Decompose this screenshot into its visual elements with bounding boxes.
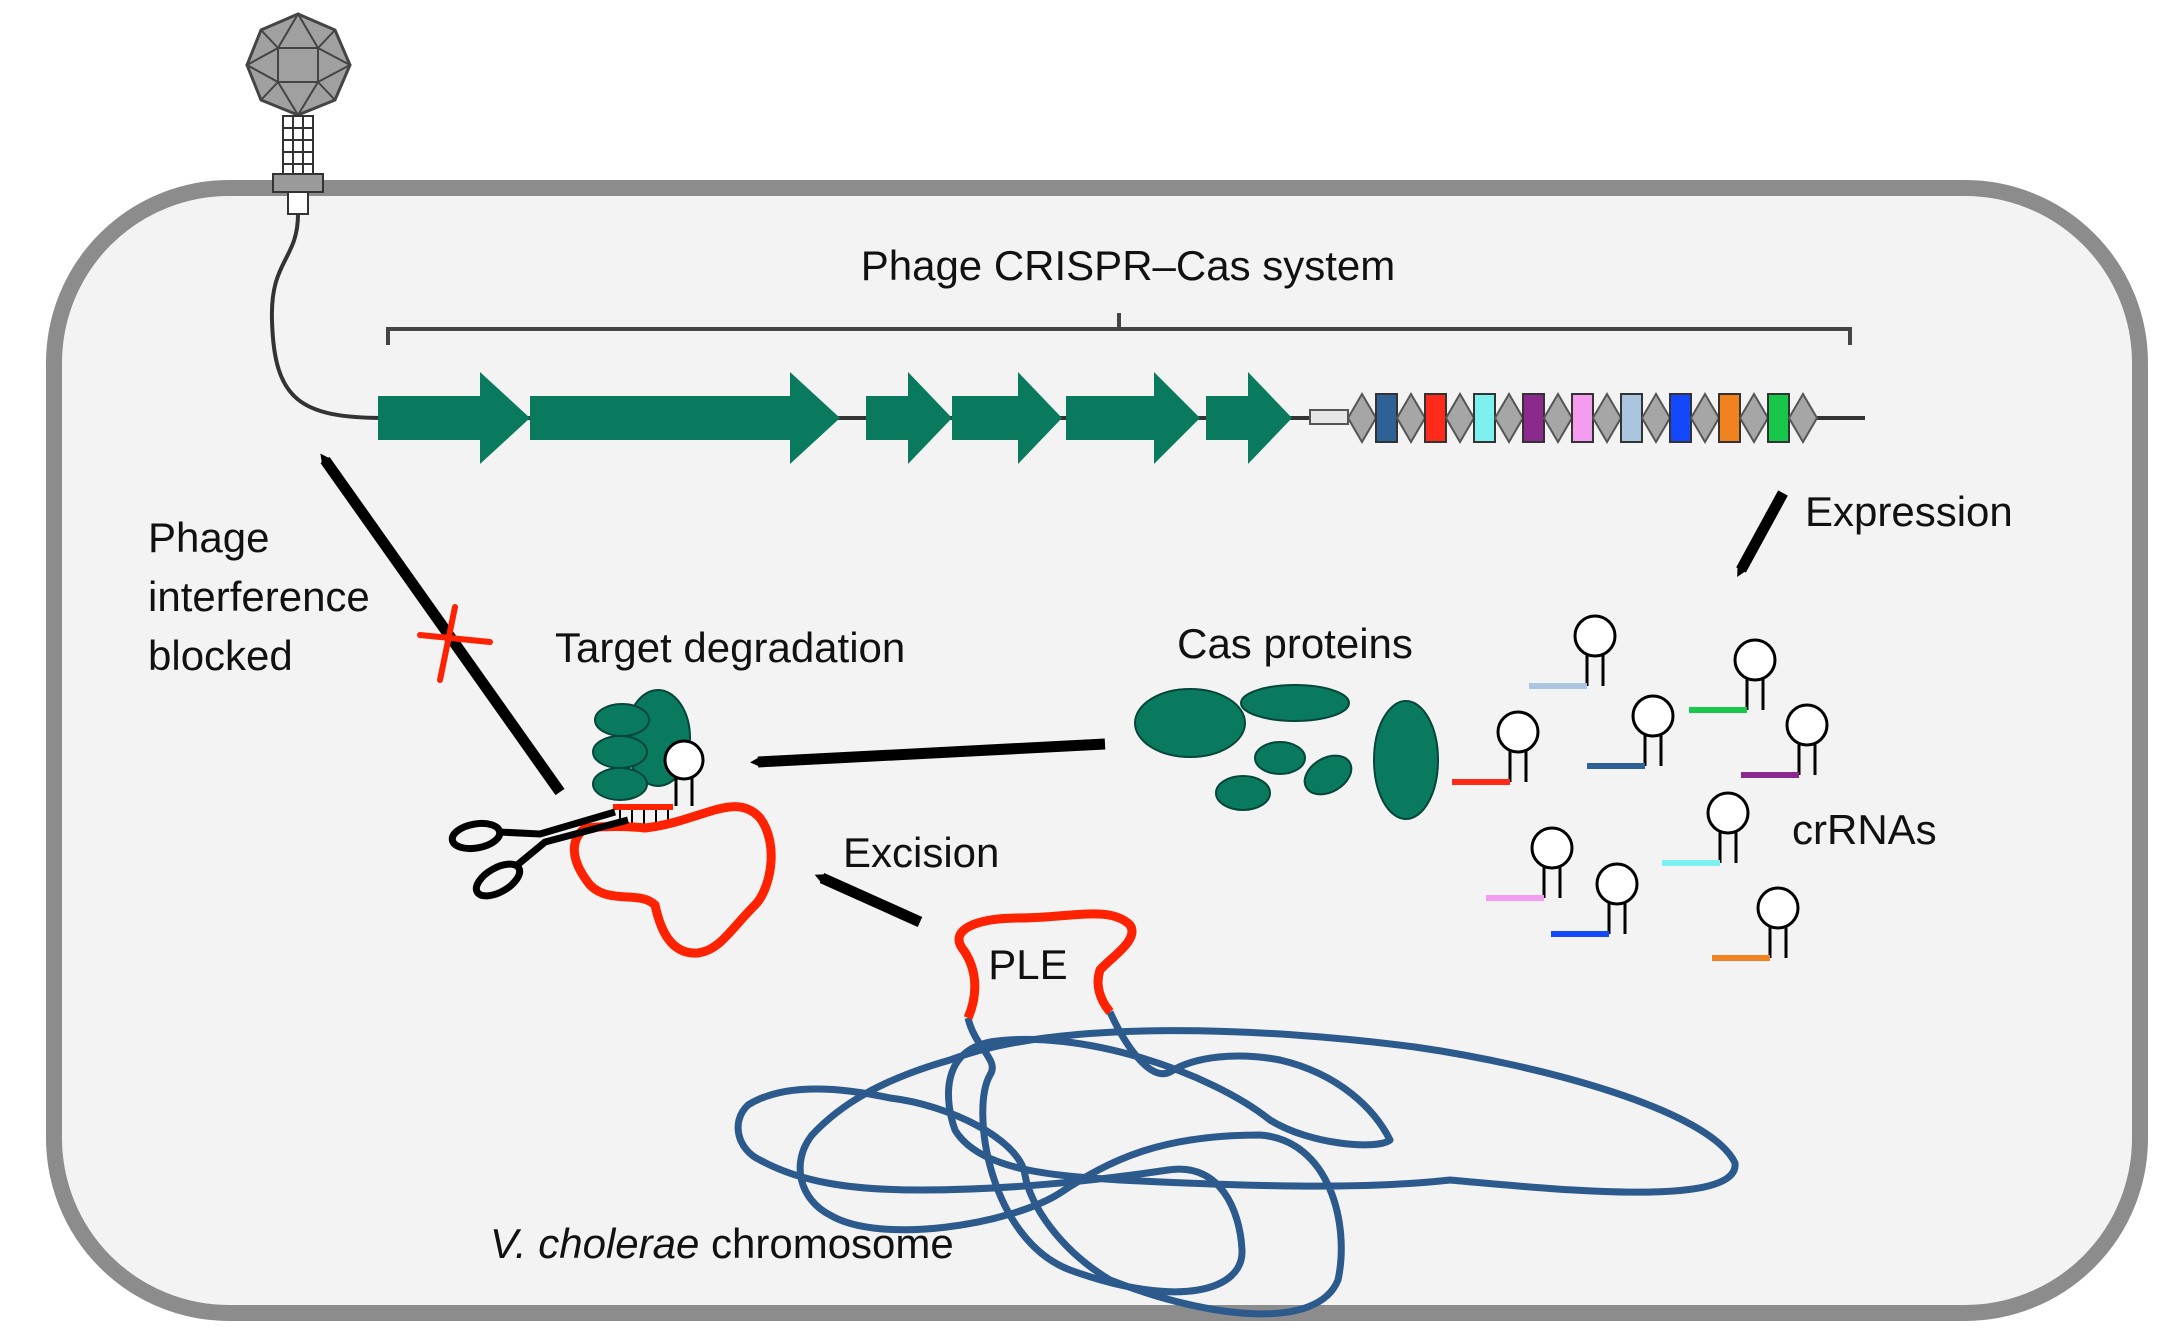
cas-gene-3 — [866, 372, 952, 464]
crrna — [1529, 614, 1617, 689]
crispr-spacer — [1473, 393, 1496, 443]
crispr-spacer — [1669, 393, 1692, 443]
crrna — [1486, 826, 1574, 901]
crispr-spacer — [1522, 393, 1545, 443]
ple-label: PLE — [988, 941, 1067, 988]
system-bracket — [386, 313, 1852, 345]
cas-gene-4 — [952, 372, 1062, 464]
phage-dna-strand — [269, 213, 386, 420]
target-degradation-label: Target degradation — [555, 624, 905, 671]
crrna — [1662, 791, 1750, 866]
crispr-spacer — [1620, 393, 1643, 443]
excision-label: Excision — [843, 829, 999, 876]
chromosome-label: V. cholerae chromosome — [490, 1220, 954, 1267]
cell-outline — [46, 180, 2148, 1321]
block-x-icon — [417, 604, 493, 683]
cas-protein-cluster — [1134, 684, 1439, 820]
crrna-cluster — [1452, 614, 1829, 961]
crispr-array — [1346, 392, 1819, 444]
chromosome-label-species: V. cholerae — [490, 1220, 699, 1267]
chromosome-label-suffix: chromosome — [699, 1220, 953, 1267]
interference-arrow — [320, 453, 565, 796]
cas-complex — [592, 689, 691, 801]
crrna — [1712, 886, 1800, 961]
chromosome — [734, 1010, 1739, 1318]
system-title: Phage CRISPR–Cas system — [861, 242, 1396, 289]
cas-protein — [1373, 700, 1439, 820]
interference-label-line1: Phage — [148, 514, 269, 561]
cas-genes — [378, 372, 1292, 464]
cas-gene-2 — [530, 372, 840, 464]
ple-element — [954, 909, 1137, 1020]
expression-arrow — [1736, 490, 1788, 578]
crrna — [1689, 638, 1777, 713]
excision-arrow — [814, 872, 923, 928]
interference-label-line2: interference — [148, 573, 370, 620]
cas-protein — [1134, 688, 1246, 758]
cas-gene-6 — [1206, 372, 1292, 464]
crrna — [1741, 703, 1829, 778]
cas-protein — [1240, 684, 1350, 722]
crrnas-label: crRNAs — [1792, 806, 1937, 853]
crispr-leader — [1309, 409, 1349, 425]
base-pairing — [619, 810, 669, 826]
crispr-spacer — [1424, 393, 1447, 443]
crrna — [1587, 694, 1675, 769]
crispr-spacer — [1375, 393, 1398, 443]
assembly-arrow — [750, 738, 1106, 768]
crispr-spacer — [1571, 393, 1594, 443]
complex-crrna — [663, 739, 705, 806]
crrna — [1551, 862, 1639, 937]
cas-gene-1 — [378, 372, 530, 464]
cas-gene-5 — [1066, 372, 1200, 464]
crrna — [1452, 710, 1540, 785]
cas-protein — [1303, 754, 1353, 796]
cas-protein — [1215, 775, 1271, 811]
scissors-icon — [448, 808, 629, 900]
phage-icon — [244, 12, 353, 215]
cas-protein — [1254, 741, 1306, 775]
interference-label-line3: blocked — [148, 632, 293, 679]
cas-proteins-label: Cas proteins — [1177, 620, 1413, 667]
crispr-spacer — [1718, 393, 1741, 443]
crispr-repeat — [1787, 392, 1819, 444]
excised-ple-circle — [569, 802, 776, 958]
crispr-spacer — [1767, 393, 1790, 443]
expression-label: Expression — [1805, 488, 2013, 535]
